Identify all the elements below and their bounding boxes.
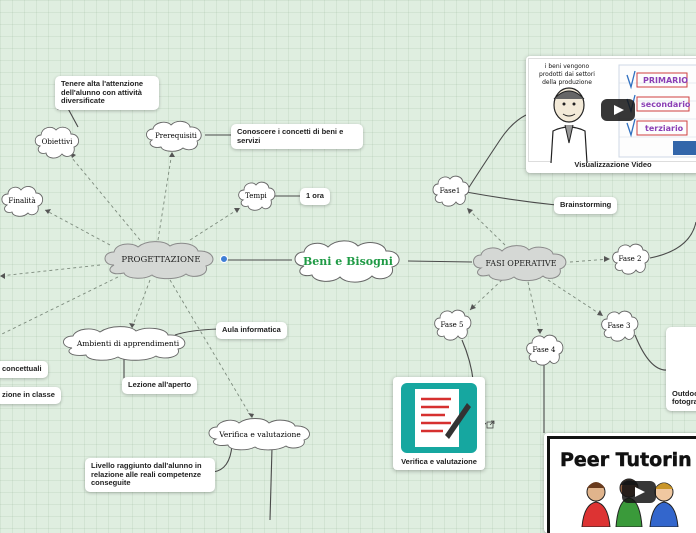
verifica-card[interactable]: Verifica e valutazione [393, 377, 485, 470]
video-card[interactable]: i beni vengono prodotti dai settori dell… [526, 56, 696, 173]
sector-terziario: terziario [645, 124, 684, 133]
ambienti-node[interactable]: Ambienti di apprendimenti [58, 326, 198, 360]
brainstorming-note[interactable]: Brainstorming [554, 197, 617, 214]
video-caption: Visualizzazione Video [526, 160, 696, 169]
verifica-label: Verifica e valutazione [204, 418, 316, 450]
verifica-note[interactable]: Livello raggiunto dall'alunno in relazio… [85, 458, 215, 492]
obiettivi-node[interactable]: Obiettivi [32, 125, 82, 159]
prerequisiti-label: Prerequisiti [143, 120, 209, 152]
lezione-aperto-note[interactable]: Lezione all'aperto [122, 377, 197, 394]
video-play-button[interactable] [601, 99, 635, 121]
teacher-illustration-icon [539, 83, 599, 163]
outdoor-note-partial[interactable]: Outdoo fotogra [666, 327, 696, 411]
verifica-node[interactable]: Verifica e valutazione [204, 418, 316, 450]
video-thumbnail[interactable]: i beni vengono prodotti dai settori dell… [528, 58, 696, 162]
peer-video-play-button[interactable] [622, 481, 656, 503]
fasi-operative-node[interactable]: FASI OPERATIVE [469, 245, 573, 281]
peer-tutoring-card[interactable]: Peer Tutorin [544, 433, 696, 533]
external-link-icon[interactable] [486, 420, 495, 429]
finalita-label: Finalità [0, 185, 45, 217]
fase5-node[interactable]: Fase 5 [432, 309, 472, 341]
fase2-label: Fase 2 [610, 243, 650, 275]
sector-secondario: secondario [641, 100, 691, 109]
concettuali-note-partial[interactable]: concettuali [0, 361, 48, 378]
peer-tutoring-title: Peer Tutorin [560, 449, 692, 471]
document-pen-icon [401, 383, 477, 453]
fase1-label: Fase1 [431, 175, 469, 207]
central-topic-label: Beni e Bisogni [290, 240, 406, 282]
aula-informatica-note[interactable]: Aula informatica [216, 322, 287, 339]
fasi-label: FASI OPERATIVE [469, 245, 573, 281]
fase4-node[interactable]: Fase 4 [524, 334, 564, 366]
obiettivi-note[interactable]: Tenere alta l'attenzione dell'alunno con… [55, 76, 159, 110]
obiettivi-label: Obiettivi [32, 125, 82, 159]
fase3-node[interactable]: Fase 3 [599, 310, 639, 342]
tempi-node[interactable]: Tempi [236, 181, 276, 211]
outdoor-note-text: Outdoo fotogra [672, 390, 696, 407]
fase4-label: Fase 4 [524, 334, 564, 366]
fase3-label: Fase 3 [599, 310, 639, 342]
fase5-label: Fase 5 [432, 309, 472, 341]
tempi-note[interactable]: 1 ora [300, 188, 330, 205]
lezione-classe-note-partial[interactable]: zione in classe [0, 387, 61, 404]
prerequisiti-note[interactable]: Conoscere i concetti di beni e servizi [231, 124, 363, 149]
fase2-node[interactable]: Fase 2 [610, 243, 650, 275]
sector-primario: PRIMARIO [643, 76, 688, 85]
verifica-card-caption: Verifica e valutazione [393, 457, 485, 466]
finalita-node[interactable]: Finalità [0, 185, 45, 217]
tempi-label: Tempi [236, 181, 276, 211]
progettazione-node[interactable]: PROGETTAZIONE [100, 241, 222, 279]
central-topic[interactable]: Beni e Bisogni [290, 240, 406, 282]
prerequisiti-node[interactable]: Prerequisiti [143, 120, 209, 152]
progettazione-label: PROGETTAZIONE [100, 241, 222, 279]
fase1-node[interactable]: Fase1 [431, 175, 469, 207]
peer-tutoring-thumbnail[interactable]: Peer Tutorin [547, 436, 696, 533]
ambienti-label: Ambienti di apprendimenti [58, 326, 198, 360]
